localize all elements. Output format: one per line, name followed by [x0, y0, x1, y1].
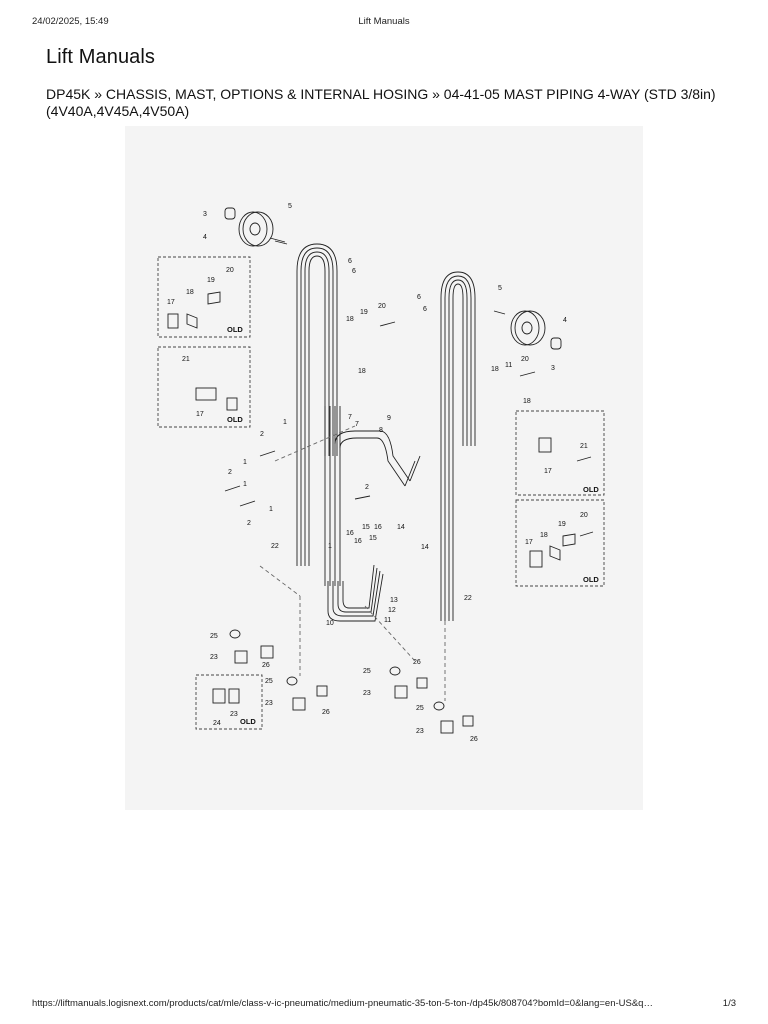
bracket-parts — [167, 291, 576, 704]
center-tubes — [324, 406, 421, 586]
callout-number: 11 — [505, 362, 512, 369]
callout-number: 20 — [378, 303, 386, 310]
callout-number: 20 — [226, 267, 234, 274]
callout-number: 18 — [523, 398, 531, 405]
callout-number: 1 — [328, 543, 332, 550]
print-header: 24/02/2025, 15:49 Lift Manuals — [32, 16, 736, 30]
page-title: Lift Manuals — [46, 46, 156, 68]
callout-number: 18 — [491, 366, 499, 373]
print-footer: https://liftmanuals.logisnext.com/produc… — [32, 998, 736, 1012]
callout-number: 16 — [374, 524, 382, 531]
callout-number: 26 — [413, 659, 421, 666]
callout-number: 3 — [551, 365, 555, 372]
old-detail-boxes — [157, 256, 605, 730]
callout-number: 10 — [326, 620, 334, 627]
callout-number: 6 — [423, 306, 427, 313]
callout-number: 18 — [358, 368, 366, 375]
print-page-number: 1/3 — [722, 998, 736, 1009]
callout-numbers: 3 4 5 6 6 20 19 18 17 21 17 20 19 18 18 … — [167, 203, 588, 743]
callout-number: 26 — [470, 736, 478, 743]
callout-number: 16 — [346, 530, 354, 537]
old-label: OLD — [240, 717, 256, 726]
lower-hoses — [327, 564, 384, 622]
callout-number: 2 — [260, 431, 264, 438]
callout-number: 25 — [210, 633, 218, 640]
pulley-left — [224, 207, 288, 247]
breadcrumb: DP45K » CHASSIS, MAST, OPTIONS & INTERNA… — [46, 86, 716, 119]
old-label: OLD — [227, 415, 243, 424]
callout-number: 17 — [525, 539, 533, 546]
print-url[interactable]: https://liftmanuals.logisnext.com/produc… — [32, 998, 653, 1009]
callout-number: 5 — [288, 203, 292, 210]
callout-number: 2 — [228, 469, 232, 476]
callout-number: 17 — [544, 468, 552, 475]
callout-number: 23 — [230, 711, 238, 718]
callout-number: 8 — [379, 427, 383, 434]
callout-number: 18 — [346, 316, 354, 323]
callout-number: 1 — [243, 459, 247, 466]
callout-number: 1 — [243, 481, 247, 488]
old-label: OLD — [583, 485, 599, 494]
leader-lines — [259, 425, 446, 701]
callout-number: 1 — [283, 419, 287, 426]
print-date: 24/02/2025, 15:49 — [32, 16, 109, 27]
callout-number: 9 — [387, 415, 391, 422]
callout-number: 2 — [247, 520, 251, 527]
callout-number: 14 — [397, 524, 405, 531]
callout-number: 2 — [365, 484, 369, 491]
callout-number: 26 — [262, 662, 270, 669]
callout-number: 21 — [182, 356, 190, 363]
old-label: OLD — [227, 325, 243, 334]
callout-number: 23 — [265, 700, 273, 707]
callout-number: 23 — [416, 728, 424, 735]
callout-number: 6 — [352, 268, 356, 275]
clamp-blocks — [229, 629, 474, 734]
right-mast-hoses — [440, 271, 476, 621]
callout-number: 22 — [271, 543, 279, 550]
callout-number: 17 — [167, 299, 175, 306]
pulley-right — [493, 310, 562, 350]
callout-number: 13 — [390, 597, 398, 604]
callout-number: 15 — [362, 524, 370, 531]
callout-number: 3 — [203, 211, 207, 218]
callout-number: 25 — [363, 668, 371, 675]
print-header-title: Lift Manuals — [358, 16, 410, 27]
callout-number: 7 — [355, 421, 359, 428]
left-mast-hoses — [296, 243, 338, 566]
callout-number: 25 — [416, 705, 424, 712]
callout-number: 15 — [369, 535, 377, 542]
callout-number: 11 — [384, 617, 391, 624]
callout-number: 22 — [464, 595, 472, 602]
callout-number: 20 — [521, 356, 529, 363]
callout-number: 21 — [580, 443, 588, 450]
callout-number: 12 — [388, 607, 396, 614]
callout-number: 19 — [207, 277, 215, 284]
callout-number: 17 — [196, 411, 204, 418]
callout-number: 4 — [563, 317, 567, 324]
mast-piping-drawing: OLD OLD OLD OLD OLD 3 4 5 6 6 20 19 18 1… — [157, 203, 605, 743]
callout-number: 20 — [580, 512, 588, 519]
callout-number: 23 — [363, 690, 371, 697]
callout-number: 26 — [322, 709, 330, 716]
callout-number: 14 — [421, 544, 429, 551]
callout-number: 23 — [210, 654, 218, 661]
bolts — [224, 237, 594, 537]
callout-number: 5 — [498, 285, 502, 292]
callout-number: 24 — [213, 720, 221, 727]
old-labels: OLD OLD OLD OLD OLD — [227, 325, 599, 726]
callout-number: 6 — [348, 258, 352, 265]
old-label: OLD — [583, 575, 599, 584]
callout-number: 6 — [417, 294, 421, 301]
parts-diagram: OLD OLD OLD OLD OLD 3 4 5 6 6 20 19 18 1… — [125, 126, 643, 810]
callout-number: 7 — [348, 414, 352, 421]
callout-number: 19 — [558, 521, 566, 528]
callout-number: 16 — [354, 538, 362, 545]
callout-number: 25 — [265, 678, 273, 685]
callout-number: 4 — [203, 234, 207, 241]
callout-number: 18 — [540, 532, 548, 539]
callout-number: 18 — [186, 289, 194, 296]
callout-number: 1 — [269, 506, 273, 513]
callout-number: 19 — [360, 309, 368, 316]
